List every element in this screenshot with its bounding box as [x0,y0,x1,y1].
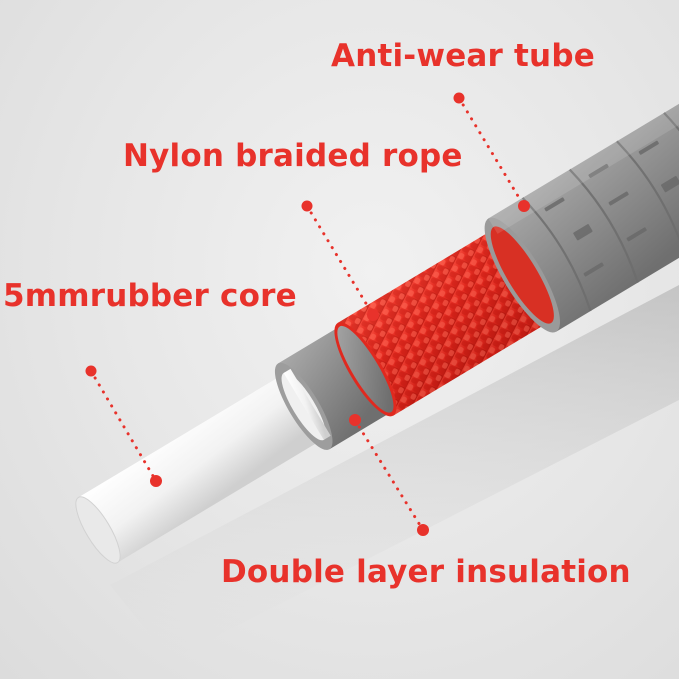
label-double-layer-insulation: Double layer insulation [221,554,631,590]
rubber-core [75,368,332,564]
callout-anti-wear-tube [453,92,530,212]
callout-double-layer-insulation [349,414,429,536]
cable-shadow [110,285,679,660]
insulation-sleeve [274,323,397,450]
callout-lines [85,92,530,536]
label-rubber-core: 5mmrubber core [3,278,297,314]
label-nylon-braided-rope: Nylon braided rope [123,138,463,174]
callout-nylon-braided-rope [301,200,379,321]
anti-wear-tube [484,84,679,333]
callout-rubber-core [85,365,162,487]
label-anti-wear-tube: Anti-wear tube [331,38,595,74]
